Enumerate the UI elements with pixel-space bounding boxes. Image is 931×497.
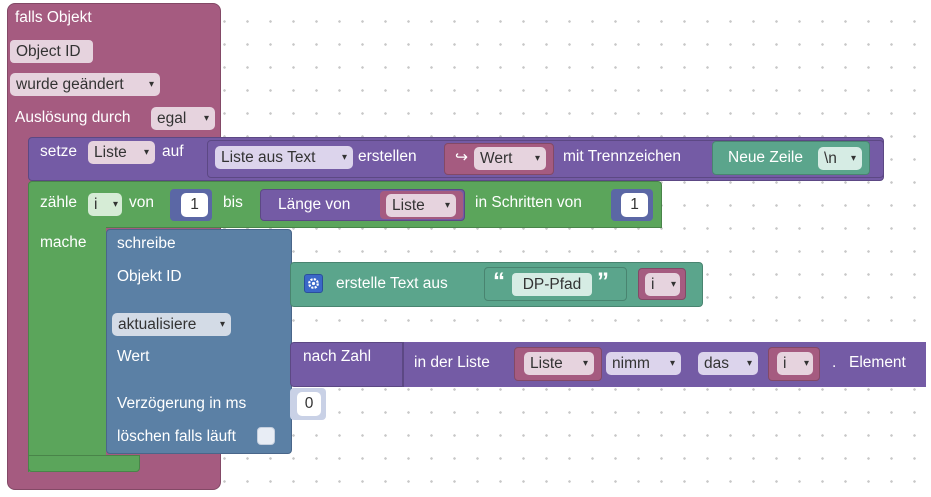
loop-var-dropdown[interactable]: i ▾ [88, 193, 122, 216]
newline-dropdown[interactable]: \n ▾ [818, 147, 862, 170]
step-label: in Schritten von [475, 194, 582, 211]
newline-label: Neue Zeile [728, 149, 803, 166]
list-mode-dropdown[interactable]: Liste aus Text ▾ [215, 146, 353, 169]
length-var-dropdown[interactable]: Liste ▾ [386, 194, 456, 217]
idx-var-value: i [783, 355, 787, 372]
chevron-down-icon: ▾ [582, 358, 588, 369]
loop-bottom [28, 455, 140, 472]
chevron-down-icon: ▾ [534, 153, 540, 164]
trigger-by-dropdown[interactable]: egal ▾ [151, 107, 215, 130]
from-number-field[interactable]: 1 [181, 193, 208, 217]
set-label: setze [40, 143, 78, 160]
text-literal-field[interactable]: DP-Pfad [512, 273, 592, 296]
trigger-by-label: Auslösung durch [15, 109, 131, 126]
create-label: erstellen [358, 148, 417, 165]
loop-to-label: bis [223, 194, 243, 211]
chevron-down-icon: ▾ [669, 358, 675, 369]
list-var-value: Liste [530, 355, 563, 372]
trigger-value: wurde geändert [16, 76, 124, 93]
set-var-dropdown[interactable]: Liste ▾ [88, 141, 155, 164]
quote-close: ” [597, 268, 609, 295]
list-mode-value: Liste aus Text [221, 149, 316, 166]
to-number-label: nach Zahl [303, 348, 372, 365]
chevron-down-icon: ▾ [444, 200, 450, 211]
loop-count-label: zähle [40, 194, 78, 211]
chevron-down-icon: ▾ [203, 113, 209, 124]
index-var-value: i [651, 276, 655, 293]
loop-var-value: i [94, 196, 98, 213]
chevron-down-icon: ▾ [341, 152, 347, 163]
delay-number-field[interactable]: 0 [297, 392, 321, 416]
set-var-value: Liste [94, 144, 127, 161]
value-label: Wert [117, 348, 150, 365]
delay-label: Verzögerung in ms [117, 395, 247, 412]
chevron-down-icon: ▾ [850, 153, 856, 164]
object-id-label: Objekt ID [117, 268, 182, 285]
take-dropdown[interactable]: nimm ▾ [606, 352, 681, 375]
mode-value: aktualisiere [118, 316, 197, 333]
arrow-icon: ↪ [455, 149, 468, 166]
list-var-dropdown[interactable]: Liste ▾ [524, 352, 594, 375]
loop-from-label: von [129, 194, 154, 211]
element-label: Element [849, 354, 906, 371]
take-value: nimm [612, 355, 650, 372]
delimiter-label: mit Trennzeichen [563, 148, 682, 165]
trigger-dropdown[interactable]: wurde geändert ▾ [10, 73, 160, 96]
chevron-down-icon: ▾ [148, 79, 154, 90]
step-number-field[interactable]: 1 [621, 193, 648, 217]
loop-body-rail [28, 226, 106, 472]
quote-open: “ [493, 268, 505, 295]
which-value: das [704, 355, 729, 372]
chevron-down-icon: ▾ [670, 279, 676, 290]
in-list-label: in der Liste [414, 354, 490, 371]
object-id-field[interactable]: Object ID [10, 40, 93, 63]
chevron-down-icon: ▾ [746, 358, 752, 369]
clear-checkbox[interactable] [257, 427, 275, 445]
index-var-dropdown[interactable]: i ▾ [645, 273, 680, 296]
create-text-label: erstelle Text aus [336, 275, 448, 292]
dot-label: . [832, 354, 837, 371]
value-var-value: Wert [480, 150, 513, 167]
newline-value: \n [824, 150, 837, 167]
chevron-down-icon: ▾ [143, 147, 149, 158]
chevron-down-icon: ▾ [112, 199, 118, 210]
event-title: falls Objekt [15, 9, 92, 26]
loop-do-label: mache [40, 234, 87, 251]
gear-icon[interactable] [304, 274, 323, 293]
chevron-down-icon: ▾ [219, 319, 225, 330]
set-to-label: auf [162, 143, 184, 160]
write-title: schreibe [117, 235, 176, 252]
mode-dropdown[interactable]: aktualisiere ▾ [112, 313, 231, 336]
length-label: Länge von [278, 196, 351, 213]
idx-var-dropdown[interactable]: i ▾ [777, 352, 813, 375]
which-dropdown[interactable]: das ▾ [698, 352, 758, 375]
clear-label: löschen falls läuft [117, 428, 236, 445]
value-var-dropdown[interactable]: Wert ▾ [474, 147, 546, 170]
chevron-down-icon: ▾ [803, 358, 809, 369]
length-var-value: Liste [392, 197, 425, 214]
trigger-by-value: egal [157, 110, 187, 127]
write-block[interactable] [106, 229, 292, 454]
